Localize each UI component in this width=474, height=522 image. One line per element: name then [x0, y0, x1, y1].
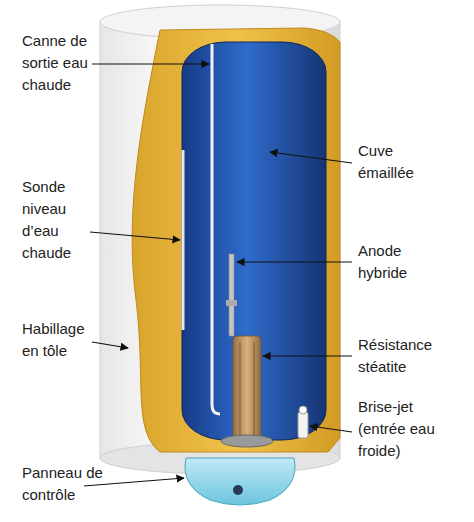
leader-line	[270, 152, 352, 163]
flange	[221, 435, 273, 447]
brise-jet	[298, 412, 308, 438]
control-panel	[185, 458, 295, 505]
shell	[100, 22, 340, 458]
probe	[182, 150, 185, 330]
outlet-pipe	[212, 44, 220, 414]
leader-line	[92, 63, 209, 64]
part-label: Cuve émaillée	[358, 140, 438, 184]
part-label: Résistance stéatite	[358, 334, 438, 378]
brise-jet-top	[299, 406, 307, 414]
part-label: Canne de sortie eau chaude	[22, 30, 102, 96]
part-label: Anode hybride	[358, 240, 438, 284]
part-label: Sonde niveau d’eau chaude	[22, 176, 102, 264]
leader-line	[263, 355, 352, 356]
anode	[229, 254, 234, 336]
leader-line	[237, 261, 352, 262]
tank	[182, 42, 326, 440]
resistance	[233, 336, 261, 440]
resistance-rib	[254, 342, 255, 436]
part-label: Habillage en tôle	[22, 318, 102, 362]
insulation	[132, 28, 340, 452]
leader-lines	[84, 64, 352, 486]
leader-line	[90, 232, 180, 240]
leader-line	[92, 342, 128, 348]
resistance-rib	[240, 342, 241, 436]
control-knob	[233, 485, 243, 495]
anode-part	[226, 300, 237, 306]
leader-line	[310, 426, 352, 432]
part-label: Brise-jet (entrée eau froide)	[358, 396, 438, 462]
part-label: Panneau de contrôle	[22, 462, 104, 506]
